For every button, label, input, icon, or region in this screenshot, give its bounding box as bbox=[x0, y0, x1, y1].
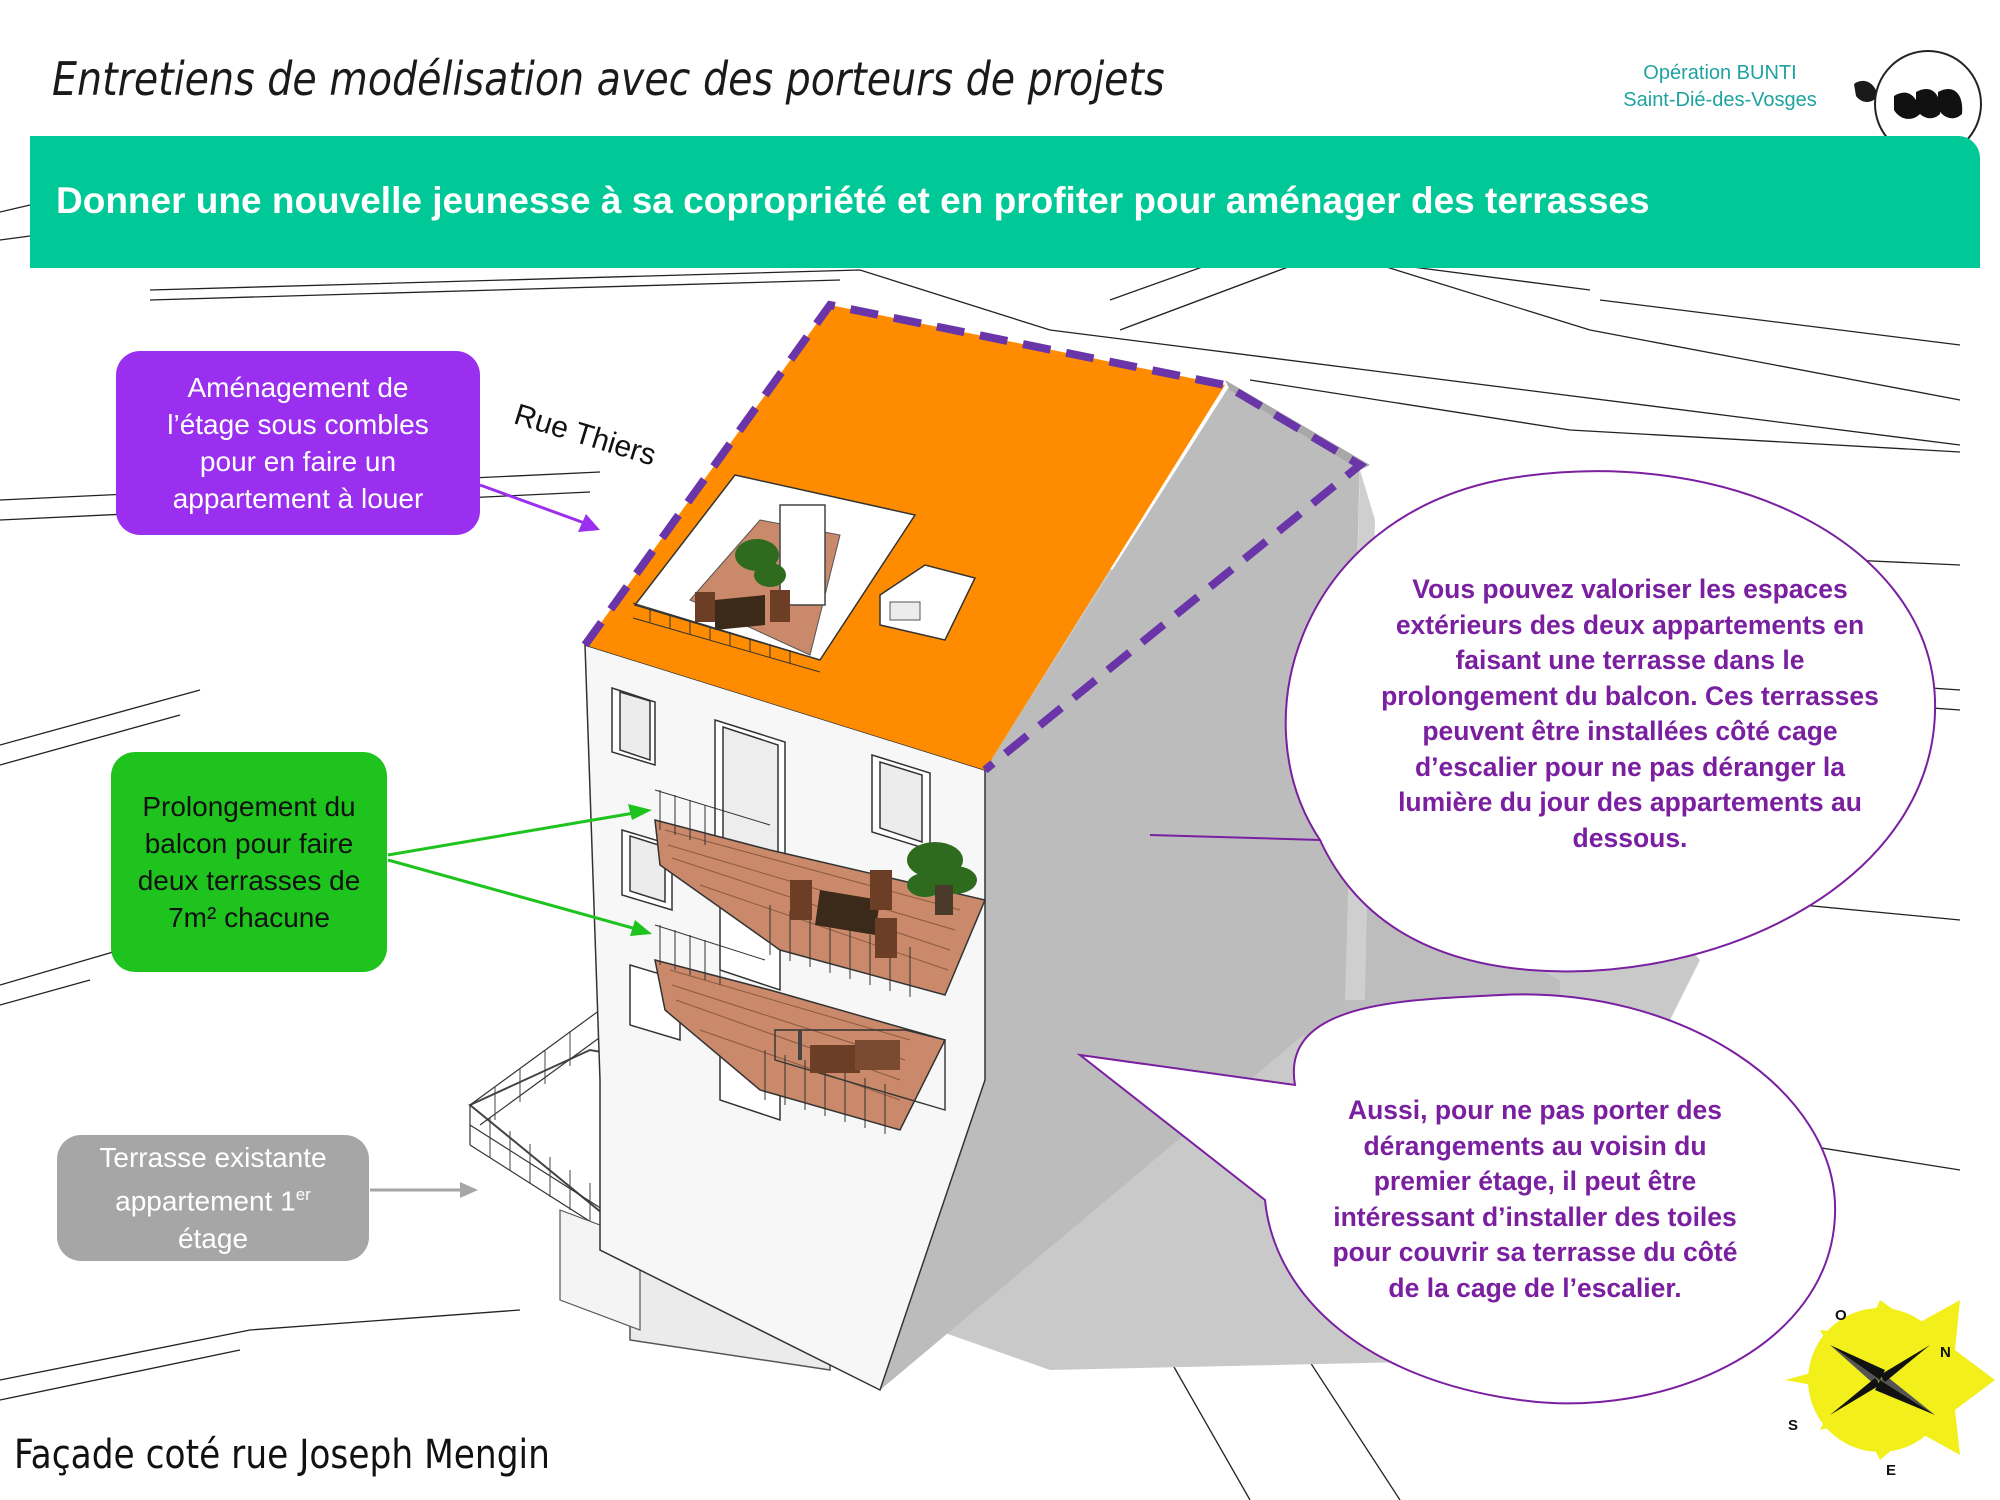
operation-label: Opération BUNTI Saint-Dié-des-Vosges bbox=[1560, 60, 1880, 114]
terrace-line3: étage bbox=[177, 1222, 249, 1254]
speech-bubble-awning bbox=[1076, 993, 1837, 1405]
roof-window bbox=[879, 564, 977, 641]
terrace-line1: Terrasse existante bbox=[99, 1142, 327, 1174]
callout-attic-text: Aménagement de l’étage sous combles pour… bbox=[167, 372, 429, 514]
roof-outline bbox=[581, 300, 1367, 774]
headline-banner bbox=[30, 136, 1980, 268]
facade-label: Façade coté rue Joseph Mengin bbox=[14, 1432, 550, 1478]
terrace-superscript: er bbox=[295, 1185, 311, 1205]
terrace-line2: appartement 1 bbox=[115, 1185, 296, 1217]
compass-icon: O N S E bbox=[1785, 1300, 1995, 1479]
compass-n: N bbox=[1940, 1344, 1951, 1361]
arrow-grey bbox=[370, 1182, 478, 1198]
logo-icon bbox=[1854, 80, 1878, 102]
page-title: Entretiens de modélisation avec des port… bbox=[52, 52, 1165, 106]
compass-e: E bbox=[1886, 1462, 1896, 1479]
compass-s: S bbox=[1788, 1417, 1798, 1434]
leaf-logo-icon bbox=[1894, 88, 1963, 119]
arrow-green bbox=[387, 810, 641, 932]
compass-o: O bbox=[1835, 1307, 1847, 1324]
bubble-exterior-text: Vous pouvez valoriser les espaces extéri… bbox=[1381, 574, 1879, 853]
building-side-wall bbox=[880, 385, 1360, 1390]
callout-balcony-text: Prolongement du balcon pour faire deux t… bbox=[137, 791, 361, 933]
plant-icon bbox=[907, 842, 977, 897]
speech-bubble-exterior bbox=[1149, 470, 1937, 973]
callout-balcony: Prolongement du balcon pour faire deux t… bbox=[111, 752, 387, 972]
operation-city: Saint-Dié-des-Vosges bbox=[1623, 89, 1817, 111]
callout-existing-terrace: Terrasse existante appartement 1er étage bbox=[57, 1135, 369, 1261]
arrow-purple bbox=[479, 483, 600, 532]
bubble-awning-text: Aussi, pour ne pas porter des dérangemen… bbox=[1332, 1095, 1738, 1303]
roof bbox=[585, 305, 1225, 770]
operation-name: Opération BUNTI bbox=[1643, 62, 1797, 84]
callout-attic: Aménagement de l’étage sous combles pour… bbox=[116, 351, 480, 535]
upper-balcony bbox=[654, 789, 987, 997]
plant-icon bbox=[735, 539, 786, 587]
lower-balcony bbox=[654, 924, 947, 1134]
headline-text: Donner une nouvelle jeunesse à sa coprop… bbox=[56, 180, 1650, 221]
